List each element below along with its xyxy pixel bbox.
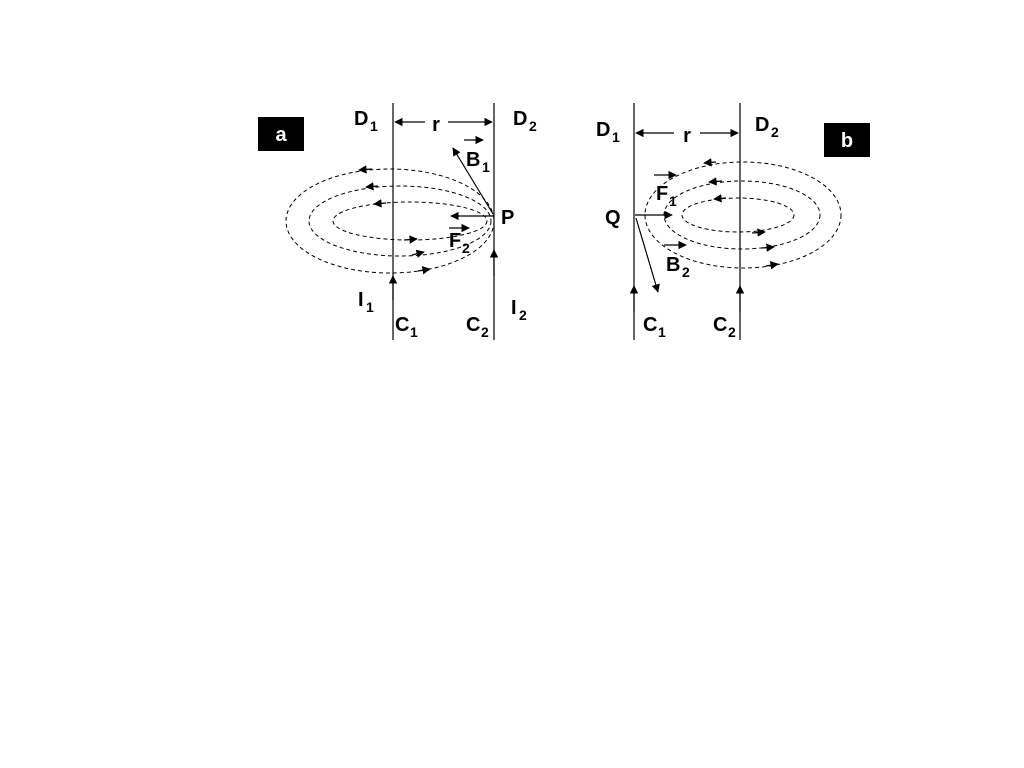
b1-vector [452, 147, 494, 215]
b2-subscript: 2 [682, 264, 690, 280]
c2-subscript-b: 2 [728, 324, 736, 340]
field-dir-inner-bottom [403, 235, 418, 244]
field-line-b-inner [681, 197, 795, 233]
badge-a [258, 117, 304, 151]
f1-label: F [656, 183, 668, 205]
field-dir-outer-bottom [417, 266, 431, 275]
i1-label: I [358, 289, 364, 311]
c2-label-b: C [713, 314, 727, 336]
field-dir-b-inner-bottom [751, 228, 766, 237]
distance-label-b: r [683, 125, 691, 147]
field-dir-b-middle-bottom [761, 243, 775, 252]
d2-label-a: D [513, 108, 527, 130]
point-p-label: P [501, 207, 514, 229]
field-dir-b-outer-top [703, 158, 717, 167]
distance-label: r [432, 114, 440, 136]
d2-subscript-b: 2 [771, 124, 779, 140]
d1-subscript-b: 1 [612, 129, 620, 145]
field-dir-b-outer-bottom [765, 261, 779, 270]
field-line-inner [332, 201, 488, 241]
d1-label-a: D [354, 108, 368, 130]
f2-label: F [449, 230, 461, 252]
i2-label: I [511, 297, 517, 319]
field-dir-outer-top [358, 165, 373, 174]
badge-a-label: a [275, 124, 287, 146]
panel-b: b r F 1 B 2 Q D 1 [596, 103, 870, 340]
d1-subscript-a: 1 [370, 118, 378, 134]
field-dir-b-middle-top [708, 177, 723, 186]
b1-subscript: 1 [482, 159, 490, 175]
field-line-b-middle [663, 180, 821, 250]
field-line-middle [308, 185, 492, 257]
b1-label: B [466, 149, 480, 171]
c2-label-a: C [466, 314, 480, 336]
panel-a: a r B 1 F 2 P D 1 [258, 103, 537, 340]
d2-label-b: D [755, 114, 769, 136]
badge-b-label: b [841, 130, 853, 152]
c1-label-b: C [643, 314, 657, 336]
c2-subscript-a: 2 [481, 324, 489, 340]
field-line-outer [285, 168, 495, 274]
point-q-label: Q [605, 207, 621, 229]
f2-subscript: 2 [462, 240, 470, 256]
f1-subscript: 1 [669, 193, 677, 209]
b2-vector [635, 217, 660, 293]
i1-subscript: 1 [366, 299, 374, 315]
d2-subscript-a: 2 [529, 118, 537, 134]
field-dir-b-inner-top [713, 194, 727, 203]
i2-subscript: 2 [519, 307, 527, 323]
field-dir-middle-top [365, 182, 379, 191]
field-line-b-outer [644, 161, 842, 269]
field-dir-inner-top [373, 199, 387, 208]
badge-b [824, 123, 870, 157]
c1-subscript-b: 1 [658, 324, 666, 340]
field-dir-middle-bottom [411, 249, 425, 258]
d1-label-b: D [596, 119, 610, 141]
c1-label-a: C [395, 314, 409, 336]
b2-label: B [666, 254, 680, 276]
c1-subscript-a: 1 [410, 324, 418, 340]
